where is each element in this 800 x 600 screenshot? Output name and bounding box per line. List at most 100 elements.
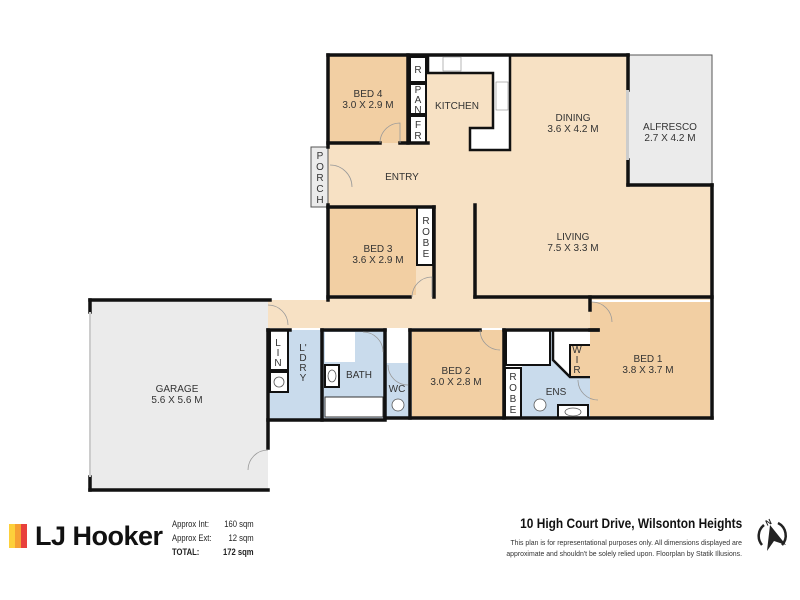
basin-bath <box>327 369 337 383</box>
area-value: 172 sqm <box>222 547 254 557</box>
bath-tub <box>324 396 384 418</box>
door-bed3 <box>411 276 433 298</box>
brand-logo: LJ Hooker <box>9 521 163 551</box>
area-summary: Approx Int: 160 sqm Approx Ext: 12 sqm T… <box>172 517 268 559</box>
size-alfresco: 2.7 X 4.2 M <box>644 133 695 144</box>
toilet-ens <box>533 398 547 412</box>
north-compass-icon: N <box>757 517 787 551</box>
basin-ens <box>564 407 582 417</box>
door-bath <box>362 331 384 353</box>
label-robe3-1: R <box>422 216 429 227</box>
label-kitchen: KITCHEN <box>435 101 479 112</box>
logo-bars-icon <box>9 524 27 548</box>
property-address: 10 High Court Drive, Wilsonton Heights <box>519 515 742 531</box>
area-row-int: Approx Int: 160 sqm <box>172 517 254 531</box>
door-wc <box>387 364 409 386</box>
label-dining: DINING <box>556 113 591 124</box>
kitchen-sink <box>495 81 509 111</box>
label-robe2-4: E <box>510 405 517 416</box>
size-bed1: 3.8 X 3.7 M <box>622 365 673 376</box>
label-robe2-2: O <box>509 383 517 394</box>
label-porch-3: R <box>316 173 323 184</box>
label-lin-3: N <box>274 358 281 369</box>
label-bed3: BED 3 <box>364 244 393 255</box>
label-wir-3: R <box>573 365 580 376</box>
label-fr-1: F <box>415 120 421 131</box>
label-wir-1: W <box>572 345 582 356</box>
area-row-ext: Approx Ext: 12 sqm <box>172 531 254 545</box>
size-bed4: 3.0 X 2.9 M <box>342 100 393 111</box>
door-garage <box>267 304 289 326</box>
label-alfresco: ALFRESCO <box>643 122 697 133</box>
compass-north-label: N <box>764 517 773 528</box>
room-bed4 <box>328 55 408 143</box>
bath-shower <box>325 332 355 362</box>
label-robe3-2: O <box>422 227 430 238</box>
basin-laundry <box>273 376 285 388</box>
ens-shower <box>505 329 551 366</box>
label-porch-1: P <box>317 151 324 162</box>
area-label: Approx Ext: <box>172 533 212 543</box>
label-lin-1: L <box>275 338 281 349</box>
area-value: 160 sqm <box>224 519 254 529</box>
label-living: LIVING <box>557 232 590 243</box>
room-bed2 <box>412 330 504 418</box>
door-bed2 <box>479 329 501 351</box>
door-entry <box>329 164 353 188</box>
kitchen-bench <box>426 53 512 152</box>
disclaimer-text: This plan is for representational purpos… <box>506 538 742 558</box>
label-ldry-1: L' <box>299 343 307 354</box>
room-alfresco <box>627 54 713 186</box>
room-bed3 <box>328 207 416 295</box>
label-fr-2: R <box>414 131 421 142</box>
label-bed1: BED 1 <box>634 354 663 365</box>
size-garage: 5.6 X 5.6 M <box>151 395 202 406</box>
label-ldry-2: D <box>299 353 306 364</box>
room-bed1 <box>590 302 710 418</box>
label-entry: ENTRY <box>385 172 419 183</box>
label-garage: GARAGE <box>156 384 199 395</box>
label-robe3-4: E <box>423 249 430 260</box>
label-ens: ENS <box>546 387 567 398</box>
label-r: R <box>414 65 421 76</box>
label-porch-4: C <box>316 184 323 195</box>
label-robe2-3: B <box>510 394 517 405</box>
label-robe2-1: R <box>509 372 516 383</box>
area-label: Approx Int: <box>172 519 210 529</box>
cooktop <box>442 56 462 72</box>
label-lin-2: I <box>277 348 280 359</box>
label-porch-2: O <box>316 162 324 173</box>
room-hallway <box>268 300 590 328</box>
label-bed4: BED 4 <box>354 89 383 100</box>
label-pan-1: P <box>415 85 422 96</box>
garage-door <box>89 312 91 477</box>
cabinet-pan <box>409 83 427 115</box>
area-value: 12 sqm <box>228 533 254 543</box>
size-bed3: 3.6 X 2.9 M <box>352 255 403 266</box>
door-bed1 <box>591 301 613 323</box>
label-wir-2: I <box>576 355 579 366</box>
alfresco-sliding-door <box>626 90 629 160</box>
brand-name: LJ Hooker <box>35 521 163 551</box>
label-pan-2: A <box>415 95 422 106</box>
size-bed2: 3.0 X 2.8 M <box>430 377 481 388</box>
door-bed4 <box>379 122 401 144</box>
label-ldry-4: Y <box>300 373 307 384</box>
floorplan: BED 4 3.0 X 2.9 M R P A N F R KITCHEN DI… <box>88 53 714 492</box>
size-living: 7.5 X 3.3 M <box>547 243 598 254</box>
label-ldry-3: R <box>299 363 306 374</box>
label-pan-3: N <box>414 105 421 116</box>
label-porch-5: H <box>316 195 323 206</box>
label-robe3-3: B <box>423 238 430 249</box>
toilet-wc <box>391 398 405 412</box>
room-porch <box>310 146 329 208</box>
door-ens <box>577 379 599 401</box>
room-garage <box>90 300 268 490</box>
label-bath: BATH <box>346 370 372 381</box>
label-wc: WC <box>389 384 406 395</box>
cabinet-r <box>409 56 427 83</box>
size-dining: 3.6 X 4.2 M <box>547 124 598 135</box>
door-garage-side <box>247 449 269 471</box>
area-label: TOTAL: <box>172 547 200 557</box>
label-bed2: BED 2 <box>442 366 471 377</box>
